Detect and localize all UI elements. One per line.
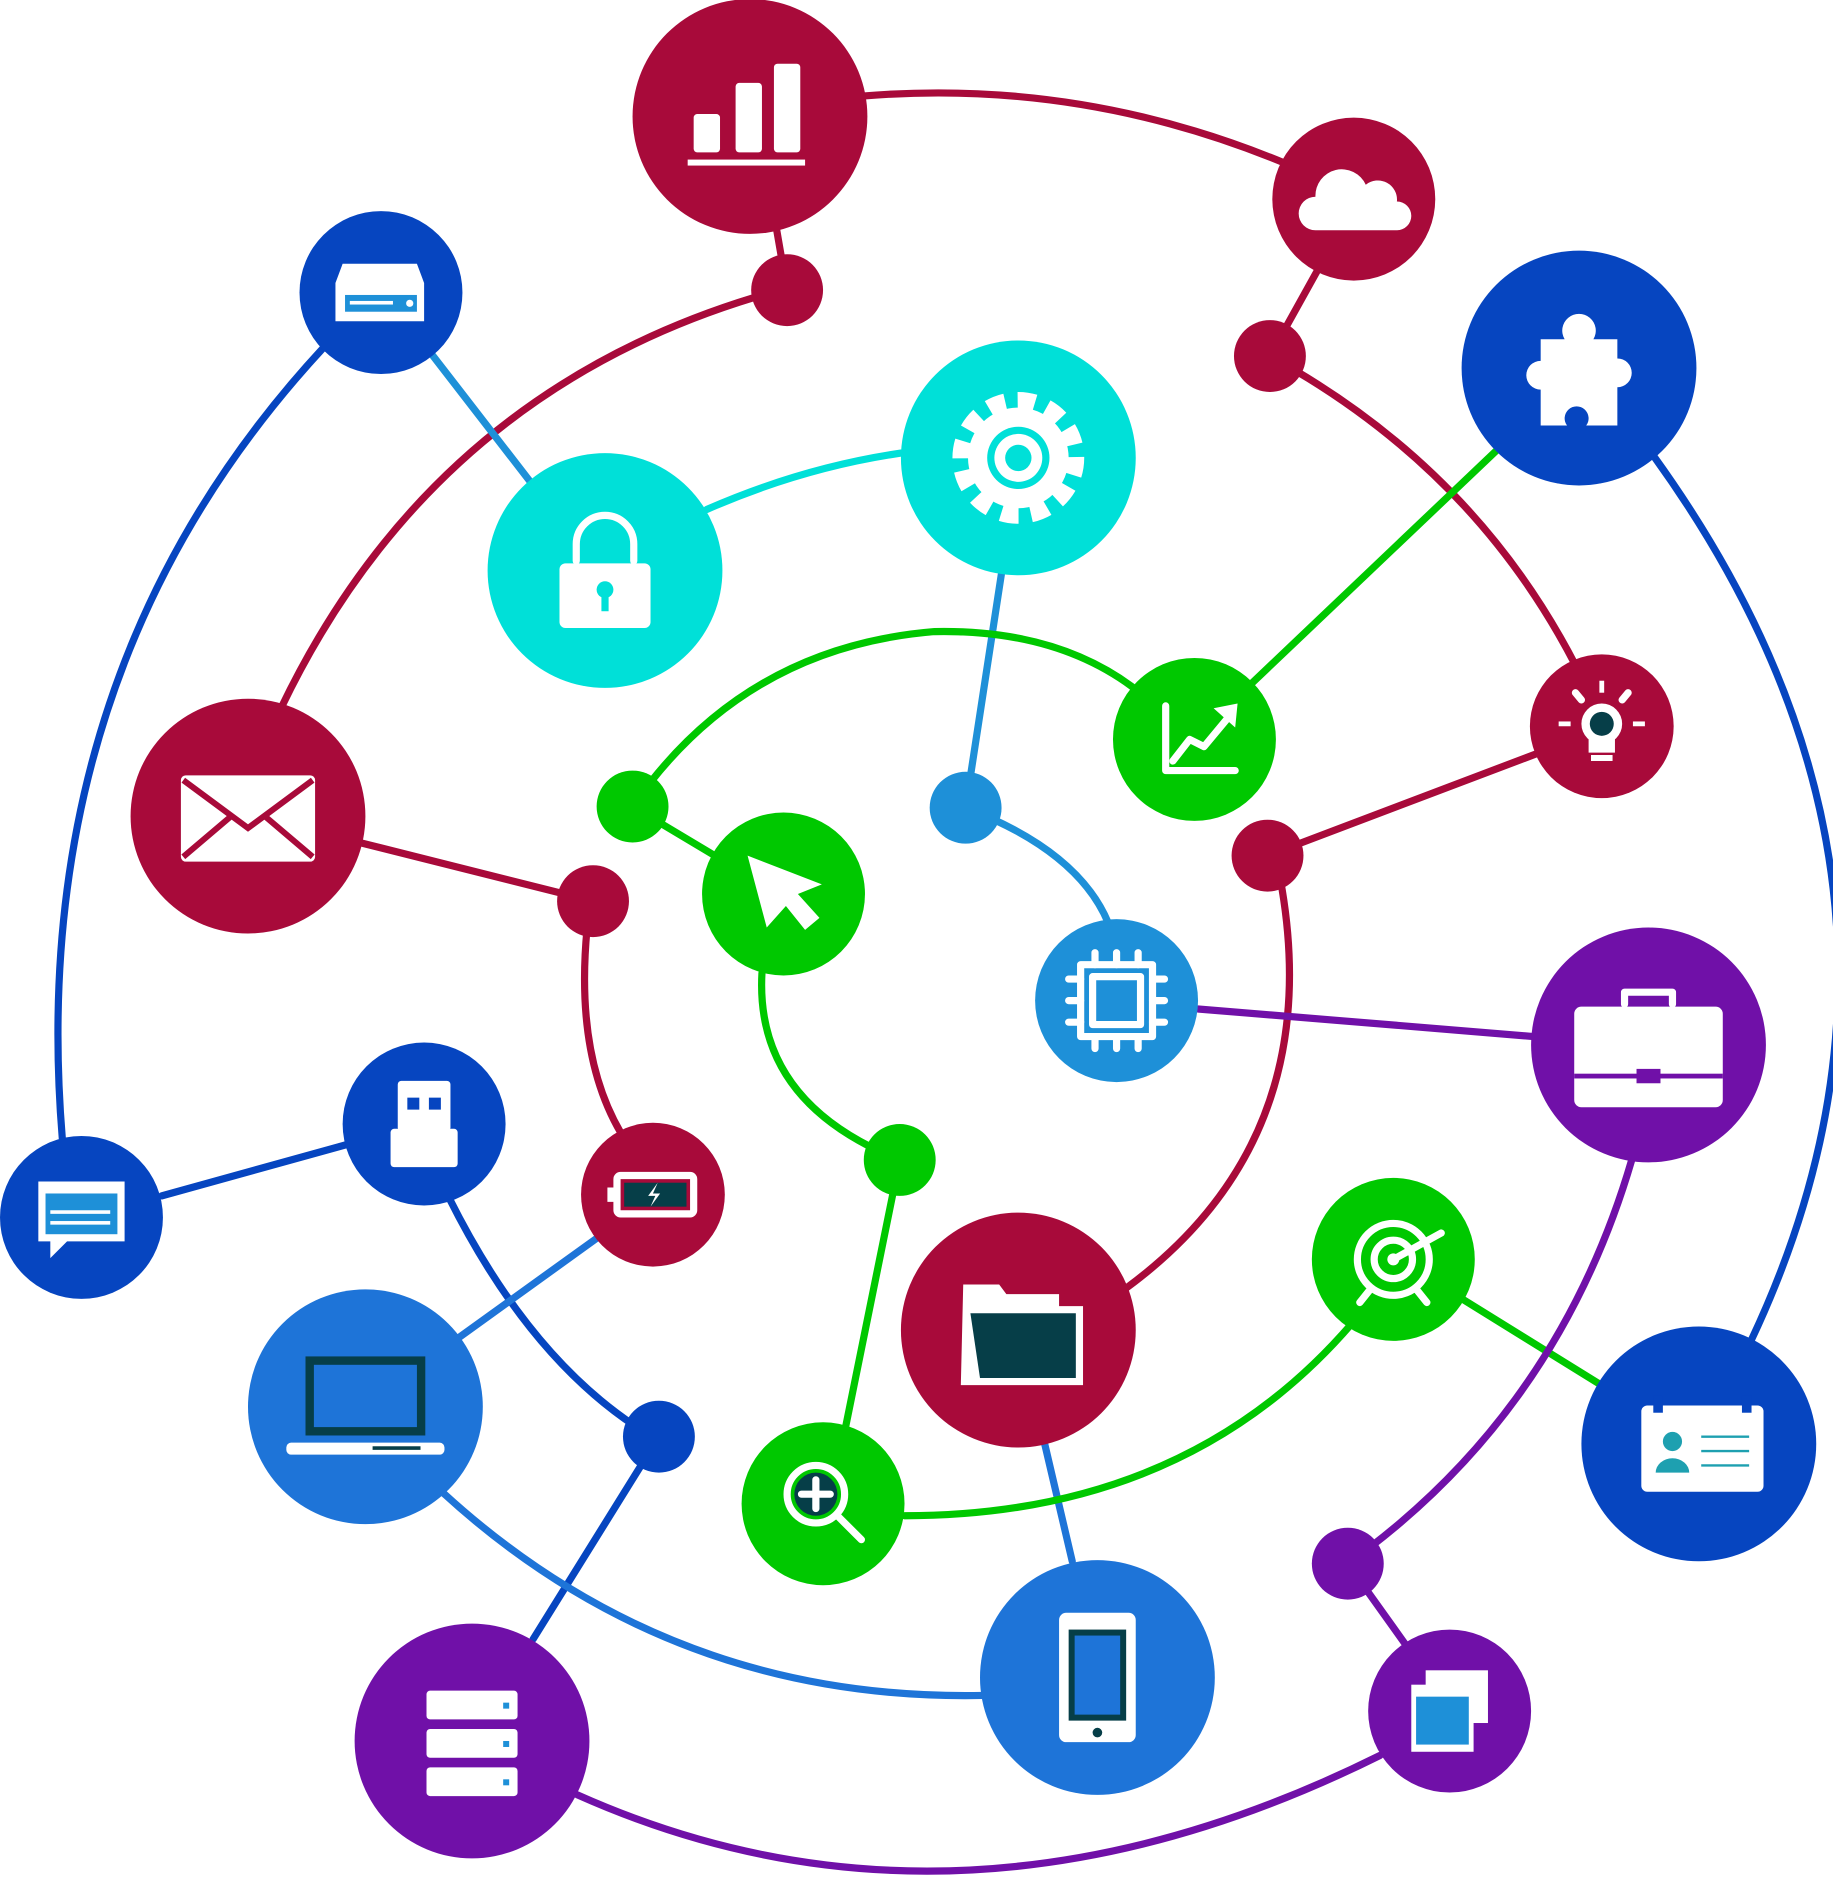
node-hard-drive: [299, 211, 463, 375]
target-icon: [1353, 1219, 1445, 1307]
link-usb-dot: [445, 1194, 639, 1430]
node-target: [1311, 1177, 1475, 1341]
link-dot-zoom: [842, 1156, 904, 1430]
node-trend-chart: [1112, 657, 1276, 821]
link-chart-cloud: [858, 89, 1286, 166]
node-gear: [900, 340, 1136, 576]
node-mail: [130, 698, 366, 934]
smartphone-icon: [1059, 1612, 1136, 1743]
id-card-icon: [1641, 1395, 1764, 1492]
junction-dot: [929, 771, 1002, 844]
node-lock: [487, 453, 723, 688]
link-mail-dot: [355, 838, 597, 905]
node-chip: [1035, 919, 1199, 1083]
node-briefcase: [1531, 927, 1766, 1163]
link-target-idcard: [1460, 1296, 1603, 1388]
node-bar-chart: [632, 0, 868, 234]
node-puzzle: [1461, 250, 1697, 486]
link-briefcase-dot: [1344, 1156, 1636, 1568]
usb-icon: [390, 1080, 458, 1168]
trend-chart-icon: [1162, 702, 1239, 775]
zoom-in-icon: [783, 1461, 865, 1544]
junction-dot: [596, 770, 669, 843]
junction-dots: [557, 254, 1384, 1600]
junction-dot: [863, 1123, 936, 1196]
node-battery: [581, 1122, 725, 1267]
link-puzzle-idcard: [1649, 451, 1833, 1344]
node-cursor: [702, 812, 865, 976]
junction-dot: [622, 1400, 695, 1473]
link-zoom-target: [900, 1320, 1355, 1520]
link-dot-folder: [1122, 871, 1293, 1292]
node-cloud: [1272, 117, 1436, 281]
link-dot-server: [529, 1433, 663, 1643]
link-chat-usb: [158, 1140, 352, 1200]
briefcase-icon: [1574, 988, 1723, 1108]
chat-icon: [38, 1181, 125, 1259]
chip-icon: [1065, 949, 1169, 1053]
link-dot-battery: [580, 925, 625, 1136]
node-windows: [1368, 1629, 1532, 1793]
link-drive-lock: [427, 350, 537, 490]
lightbulb-icon: [1558, 680, 1645, 761]
link-dot-mail: [277, 293, 759, 711]
link-lock-gear: [703, 449, 905, 513]
node-smartphone: [979, 1560, 1215, 1795]
puzzle-icon: [1526, 313, 1632, 426]
junction-dot: [557, 865, 629, 938]
node-lightbulb: [1529, 654, 1674, 799]
junction-dot: [1311, 1527, 1384, 1600]
node-server: [354, 1623, 590, 1859]
link-laptop-phone: [439, 1489, 986, 1700]
link-cursor-dot: [758, 969, 904, 1164]
bar-chart-icon: [687, 63, 806, 166]
link-dot-bulb: [1266, 352, 1580, 669]
junction-dot: [1231, 819, 1304, 892]
node-laptop: [247, 1289, 483, 1525]
junction-dot: [751, 254, 824, 327]
link-drive-chat: [54, 344, 328, 1142]
cloud-icon: [1298, 169, 1412, 231]
link-battery-laptop: [454, 1233, 603, 1343]
link-bulb-dot: [1263, 749, 1544, 860]
link-chip-briefcase: [1194, 1005, 1538, 1041]
folder-icon: [960, 1284, 1084, 1386]
server-icon: [426, 1690, 518, 1797]
hard-drive-icon: [335, 263, 425, 322]
node-zoom-in: [741, 1422, 905, 1586]
link-gear-dot: [962, 569, 1006, 812]
link-puzzle-trend: [1248, 445, 1502, 687]
battery-icon: [607, 1171, 698, 1218]
connectors: [54, 89, 1833, 1875]
node-usb: [342, 1042, 506, 1206]
node-id-card: [1581, 1326, 1817, 1562]
node-folder: [900, 1212, 1136, 1448]
laptop-icon: [286, 1356, 445, 1455]
link-dot-trend: [628, 627, 1136, 811]
gear-icon: [952, 391, 1085, 524]
windows-icon: [1411, 1670, 1488, 1752]
node-chat: [0, 1135, 163, 1299]
junction-dot: [1233, 320, 1306, 392]
lock-icon: [559, 511, 651, 629]
mail-icon: [180, 775, 316, 862]
cursor-icon: [747, 855, 822, 930]
link-server-windows: [573, 1751, 1384, 1875]
